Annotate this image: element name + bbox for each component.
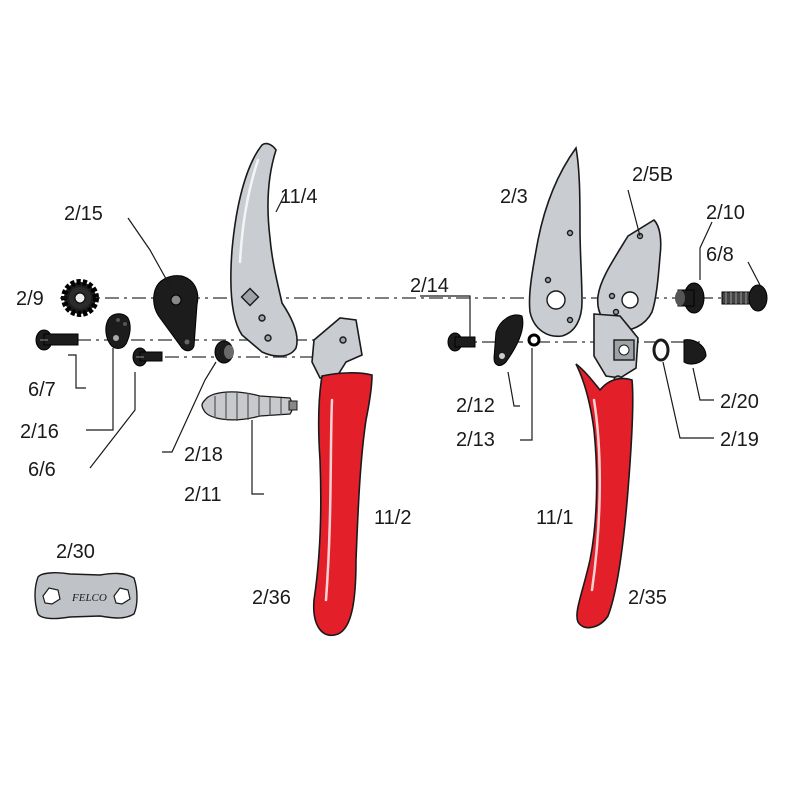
label-6-8: 6/8 <box>706 244 734 266</box>
label-2-9: 2/9 <box>16 288 44 310</box>
gear-nut-part <box>61 279 99 317</box>
label-2-11: 2/11 <box>184 484 221 506</box>
label-2-10: 2/10 <box>706 202 745 224</box>
part-labels: 11/4 2/15 2/9 6/7 2/16 6/6 2/18 2/11 11/… <box>16 164 759 609</box>
bushing-part <box>675 282 705 314</box>
label-2-5b: 2/5B <box>632 164 673 186</box>
anvil-blade-part <box>230 142 298 357</box>
label-2-36: 2/36 <box>252 587 291 609</box>
label-2-18: 2/18 <box>184 444 223 466</box>
label-2-19: 2/19 <box>720 429 759 451</box>
bolt-6-7-part <box>35 329 79 351</box>
label-2-35: 2/35 <box>628 587 667 609</box>
label-2-30: 2/30 <box>56 541 95 563</box>
label-11-1: 11/1 <box>536 507 573 529</box>
lever-2-12-part <box>493 314 524 366</box>
label-2-13: 2/13 <box>456 429 495 451</box>
leader-lines <box>60 189 761 495</box>
label-11-4: 11/4 <box>280 186 317 208</box>
label-2-12: 2/12 <box>456 395 495 417</box>
black-plate-part <box>153 275 199 352</box>
wrench-tool-part: FELCO <box>34 572 138 620</box>
upper-plate-part <box>596 218 662 332</box>
label-6-6: 6/6 <box>28 459 56 481</box>
label-2-20: 2/20 <box>720 391 759 413</box>
wrench-logo: FELCO <box>71 592 107 604</box>
cutting-blade-part <box>528 146 583 338</box>
screw-6-6-part <box>132 347 163 367</box>
label-2-14: 2/14 <box>410 275 449 297</box>
clip-2-16-part <box>105 313 131 349</box>
screw-6-8-part <box>721 284 768 312</box>
cap-2-20-part <box>683 339 707 365</box>
screw-2-14-part <box>447 332 476 352</box>
handle-11-1-part <box>575 313 639 629</box>
spring-part <box>201 391 298 421</box>
washer-2-18-part <box>214 340 234 364</box>
label-2-3: 2/3 <box>500 186 528 208</box>
washer-2-13-part <box>527 333 541 347</box>
label-2-16: 2/16 <box>20 421 59 443</box>
handle-11-2-part <box>311 317 373 637</box>
label-2-15: 2/15 <box>64 203 103 225</box>
label-11-2: 11/2 <box>374 507 411 529</box>
label-6-7: 6/7 <box>28 379 56 401</box>
ring-2-19-part <box>652 338 670 362</box>
